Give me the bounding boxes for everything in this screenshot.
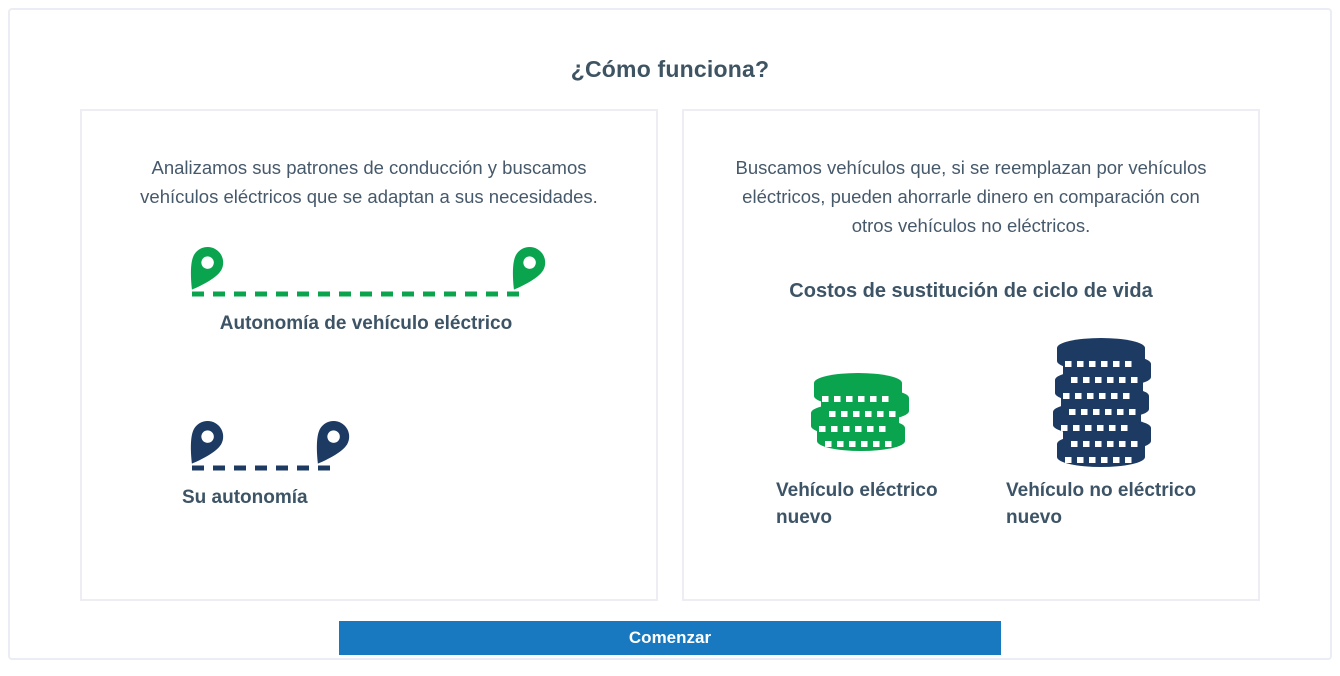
panels-row: Analizamos sus patrones de conducción y …	[10, 109, 1330, 601]
coin-stack-small-green-icon	[811, 373, 913, 451]
panel-driving-patterns: Analizamos sus patrones de conducción y …	[80, 109, 658, 601]
start-button[interactable]: Comenzar	[339, 621, 1001, 655]
coin-graphics-row: Vehículo eléctrico nuevo	[776, 333, 1258, 531]
panel-replacement-costs: Buscamos vehículos que, si se reemplazan…	[682, 109, 1260, 601]
ev-cost-column: Vehículo eléctrico nuevo	[776, 333, 948, 531]
ev-range-label: Autonomía de vehículo eléctrico	[219, 313, 513, 334]
lifecycle-costs-heading: Costos de sustitución de ciclo de vida	[789, 280, 1153, 302]
non-ev-cost-label: Vehículo no eléctrico nuevo	[1006, 480, 1197, 528]
non-ev-cost-column: Vehículo no eléctrico nuevo	[1006, 333, 1202, 531]
route-pins-green-icon	[182, 241, 550, 298]
route-graphics: Autonomía de vehículo eléctrico Su auton…	[182, 239, 550, 509]
your-range-label: Su autonomía	[182, 487, 308, 508]
replacement-costs-description: Buscamos vehículos que, si se reemplazan…	[735, 157, 1207, 236]
ev-cost-label: Vehículo eléctrico nuevo	[776, 480, 938, 528]
route-pins-navy-icon	[182, 415, 354, 472]
driving-patterns-description: Analizamos sus patrones de conducción y …	[140, 157, 598, 207]
main-card: ¿Cómo funciona? Analizamos sus patrones …	[8, 8, 1332, 660]
page-title: ¿Cómo funciona?	[570, 56, 770, 82]
coin-stack-tall-navy-icon	[1053, 338, 1155, 467]
